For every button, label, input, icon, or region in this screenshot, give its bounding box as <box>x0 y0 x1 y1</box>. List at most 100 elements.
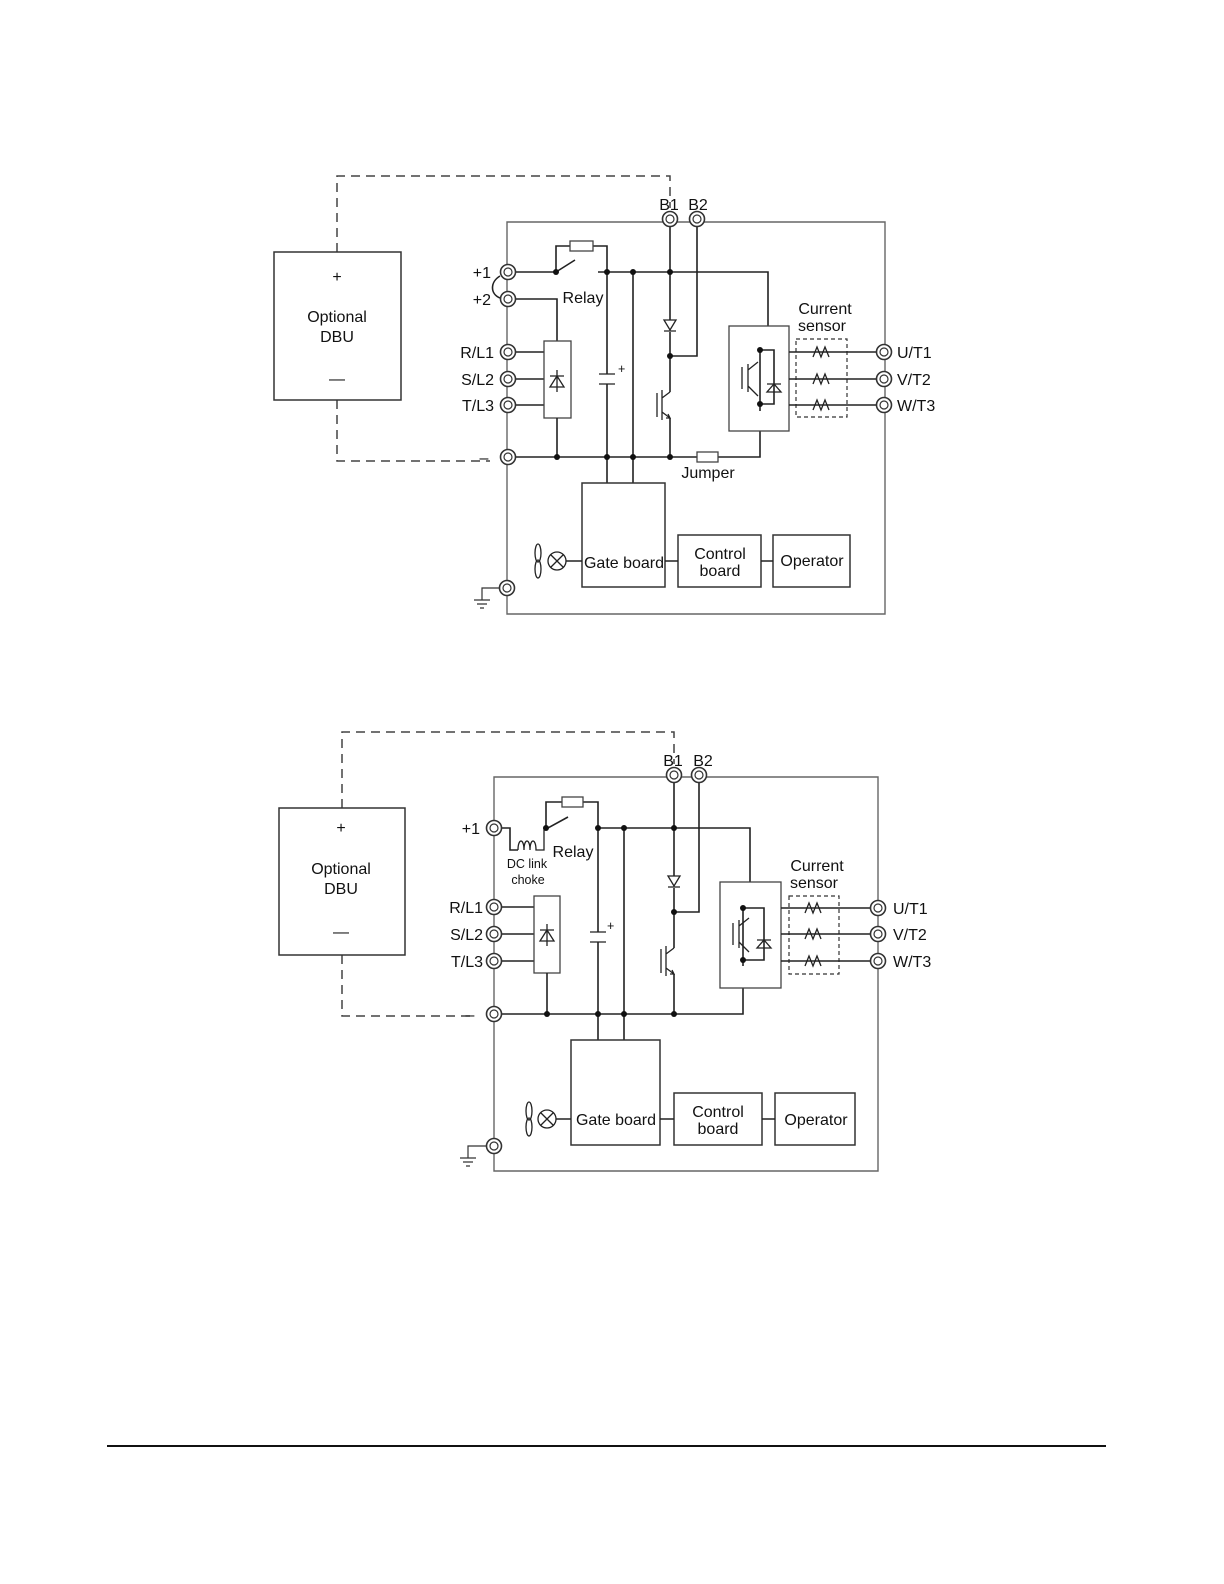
label-b2: B2 <box>693 753 713 770</box>
label-b2: B2 <box>688 197 708 214</box>
cooling-fan-icon <box>535 544 541 578</box>
terminal-plus1[interactable] <box>487 821 502 836</box>
current-sensor-label-2: sensor <box>790 875 839 892</box>
gate-board-label: Gate board <box>576 1112 656 1129</box>
dbu-link-top <box>337 176 670 252</box>
terminal-r-l1[interactable] <box>487 900 502 915</box>
label-plus1: +1 <box>462 821 480 838</box>
cooling-fan-icon <box>526 1102 532 1136</box>
current-sensor-label-2: sensor <box>798 318 847 335</box>
rectifier-inputs <box>502 907 534 961</box>
inverter-module <box>729 326 789 431</box>
output-phase-lines <box>789 352 877 405</box>
label-plus2: +2 <box>473 292 491 309</box>
label-u-t1: U/T1 <box>893 901 928 918</box>
circuit-svg-2: + Optional DBU — DC link choke Relay + C… <box>0 700 1224 1220</box>
label-s-l2: S/L2 <box>450 927 483 944</box>
b1-leg <box>670 227 697 356</box>
dbu-minus: — <box>329 371 345 388</box>
label-t-l3: T/L3 <box>451 954 483 971</box>
gate-board-box <box>571 1040 660 1145</box>
dbu-label-2: DBU <box>324 881 358 898</box>
label-w-t3: W/T3 <box>897 398 935 415</box>
inverter-module <box>720 882 781 988</box>
terminal-u-t1[interactable] <box>877 345 892 360</box>
label-r-l1: R/L1 <box>460 345 494 362</box>
label-minus: – <box>480 450 489 467</box>
terminal-ground[interactable] <box>487 1139 502 1154</box>
plus1-plus2-link <box>493 276 501 298</box>
dbu-minus: — <box>333 924 349 941</box>
jumper-link <box>697 452 718 462</box>
capacitor-plus: + <box>607 919 614 933</box>
label-v-t2: V/T2 <box>893 927 927 944</box>
terminal-plus2[interactable] <box>501 292 516 307</box>
dbu-label-2: DBU <box>320 329 354 346</box>
choke-label-2: choke <box>511 873 544 887</box>
control-board-label-2: board <box>698 1121 739 1138</box>
relay-label: Relay <box>563 290 604 307</box>
label-t-l3: T/L3 <box>462 398 494 415</box>
label-u-t1: U/T1 <box>897 345 932 362</box>
terminal-w-t3[interactable] <box>871 954 886 969</box>
precharge-resistor <box>570 241 593 251</box>
terminal-v-t2[interactable] <box>877 372 892 387</box>
terminal-t-l3[interactable] <box>501 398 516 413</box>
choke-label-1: DC link <box>507 857 548 871</box>
dbu-plus: + <box>332 269 341 286</box>
operator-label: Operator <box>780 553 844 570</box>
control-board-label-2: board <box>700 563 741 580</box>
drive-circuit-diagram-1: + Optional DBU — Relay + Jumper Current … <box>0 0 1224 640</box>
precharge-resistor <box>562 797 583 807</box>
control-board-label-1: Control <box>694 546 746 563</box>
label-b1: B1 <box>659 197 679 214</box>
dbu-plus: + <box>336 820 345 837</box>
braking-transistor-icon <box>657 390 670 420</box>
terminal-u-t1[interactable] <box>871 901 886 916</box>
dc-capacitor-icon <box>590 932 606 942</box>
plus1-to-choke <box>502 828 518 850</box>
dbu-label-1: Optional <box>311 861 371 878</box>
terminal-w-t3[interactable] <box>877 398 892 413</box>
gate-board-label: Gate board <box>584 555 664 572</box>
terminal-t-l3[interactable] <box>487 954 502 969</box>
fan-lamp-icon <box>548 552 566 570</box>
braking-diode-icon <box>664 320 676 331</box>
fan-lamp-icon <box>538 1110 556 1128</box>
braking-diode-icon <box>668 876 680 887</box>
label-plus1: +1 <box>473 265 491 282</box>
label-r-l1: R/L1 <box>449 900 483 917</box>
rectifier-inputs <box>516 352 544 405</box>
label-s-l2: S/L2 <box>461 372 494 389</box>
operator-label: Operator <box>784 1112 848 1129</box>
footer-rule <box>107 1445 1106 1447</box>
gate-board-feeds <box>607 272 633 483</box>
dc-positive-bus <box>544 817 750 908</box>
relay-label: Relay <box>553 844 594 861</box>
terminal-v-t2[interactable] <box>871 927 886 942</box>
control-board-label-1: Control <box>692 1104 744 1121</box>
terminal-r-l1[interactable] <box>501 345 516 360</box>
dc-link-choke-icon <box>518 828 544 850</box>
plus2-wire <box>516 299 557 341</box>
label-minus: – <box>466 1007 475 1024</box>
terminal-s-l2[interactable] <box>487 927 502 942</box>
label-w-t3: W/T3 <box>893 954 931 971</box>
drive-circuit-diagram-2: + Optional DBU — DC link choke Relay + C… <box>0 700 1224 1220</box>
ground-icon <box>474 588 499 608</box>
label-b1: B1 <box>663 753 683 770</box>
terminal-minus[interactable] <box>501 450 516 465</box>
ground-icon <box>460 1146 486 1166</box>
current-sensor-label-1: Current <box>798 301 852 318</box>
capacitor-plus: + <box>618 362 625 376</box>
dc-capacitor-icon <box>599 374 615 384</box>
terminal-s-l2[interactable] <box>501 372 516 387</box>
current-sensor-label-1: Current <box>790 858 844 875</box>
terminal-plus1[interactable] <box>501 265 516 280</box>
dbu-label-1: Optional <box>307 309 367 326</box>
label-v-t2: V/T2 <box>897 372 931 389</box>
terminal-minus[interactable] <box>487 1007 502 1022</box>
braking-transistor-icon <box>661 946 674 976</box>
terminal-ground[interactable] <box>500 581 515 596</box>
gate-board-feeds <box>598 828 624 1040</box>
